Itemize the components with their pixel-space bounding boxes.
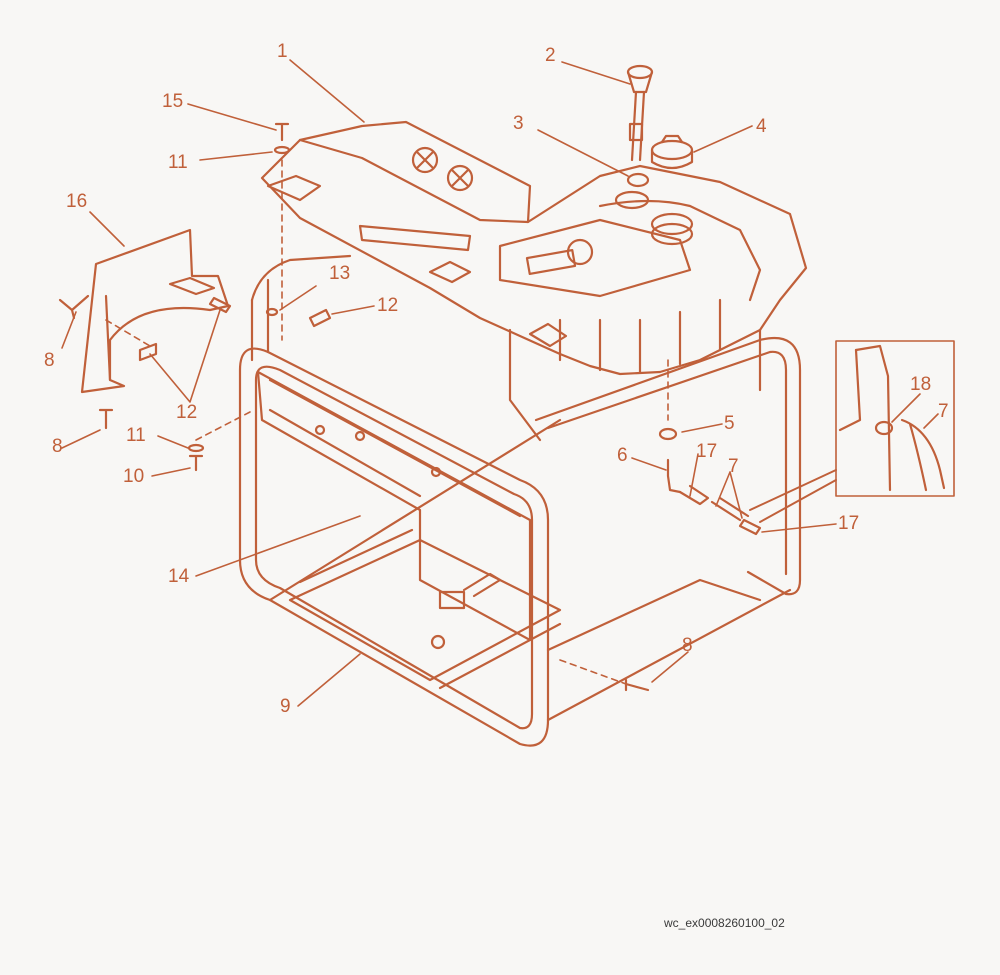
- callout-18: 18: [910, 374, 932, 395]
- callout-8-left-bottom: 8: [52, 436, 63, 457]
- callout-1: 1: [277, 41, 288, 62]
- callout-15: 15: [162, 91, 184, 112]
- control-panel: [256, 370, 532, 650]
- callout-7-inset: 7: [938, 401, 949, 422]
- callout-17-right: 17: [838, 513, 860, 534]
- callout-17-top: 17: [696, 441, 718, 462]
- fasteners: [58, 122, 762, 692]
- callout-16: 16: [66, 191, 88, 212]
- callout-8-right: 8: [682, 635, 693, 656]
- callout-3: 3: [513, 113, 524, 134]
- callout-5: 5: [724, 413, 735, 434]
- figure-id: wc_ex0008260100_02: [664, 916, 785, 930]
- callout-12-left: 12: [176, 402, 198, 423]
- frame: [238, 254, 802, 747]
- callout-leaders: [61, 59, 939, 707]
- fuel-gauge: [626, 64, 654, 162]
- callout-13: 13: [329, 263, 351, 284]
- tank-gasket: [626, 172, 650, 188]
- callout-2: 2: [545, 45, 556, 66]
- callout-10: 10: [123, 466, 145, 487]
- fuel-tank: [260, 120, 808, 442]
- alignment-lines: [105, 159, 669, 685]
- callout-11-bottom: 11: [126, 425, 146, 446]
- callout-7-main: 7: [728, 456, 739, 477]
- callout-4: 4: [756, 116, 767, 137]
- callout-8-left-top: 8: [44, 350, 55, 371]
- callout-6: 6: [617, 445, 628, 466]
- callout-9: 9: [280, 696, 291, 717]
- fuel-cap: [650, 134, 694, 170]
- callout-11-top: 11: [168, 152, 188, 173]
- callout-12-right: 12: [377, 295, 399, 316]
- callout-14: 14: [168, 566, 190, 587]
- side-bracket: [80, 228, 232, 394]
- inset-detail: [749, 340, 955, 523]
